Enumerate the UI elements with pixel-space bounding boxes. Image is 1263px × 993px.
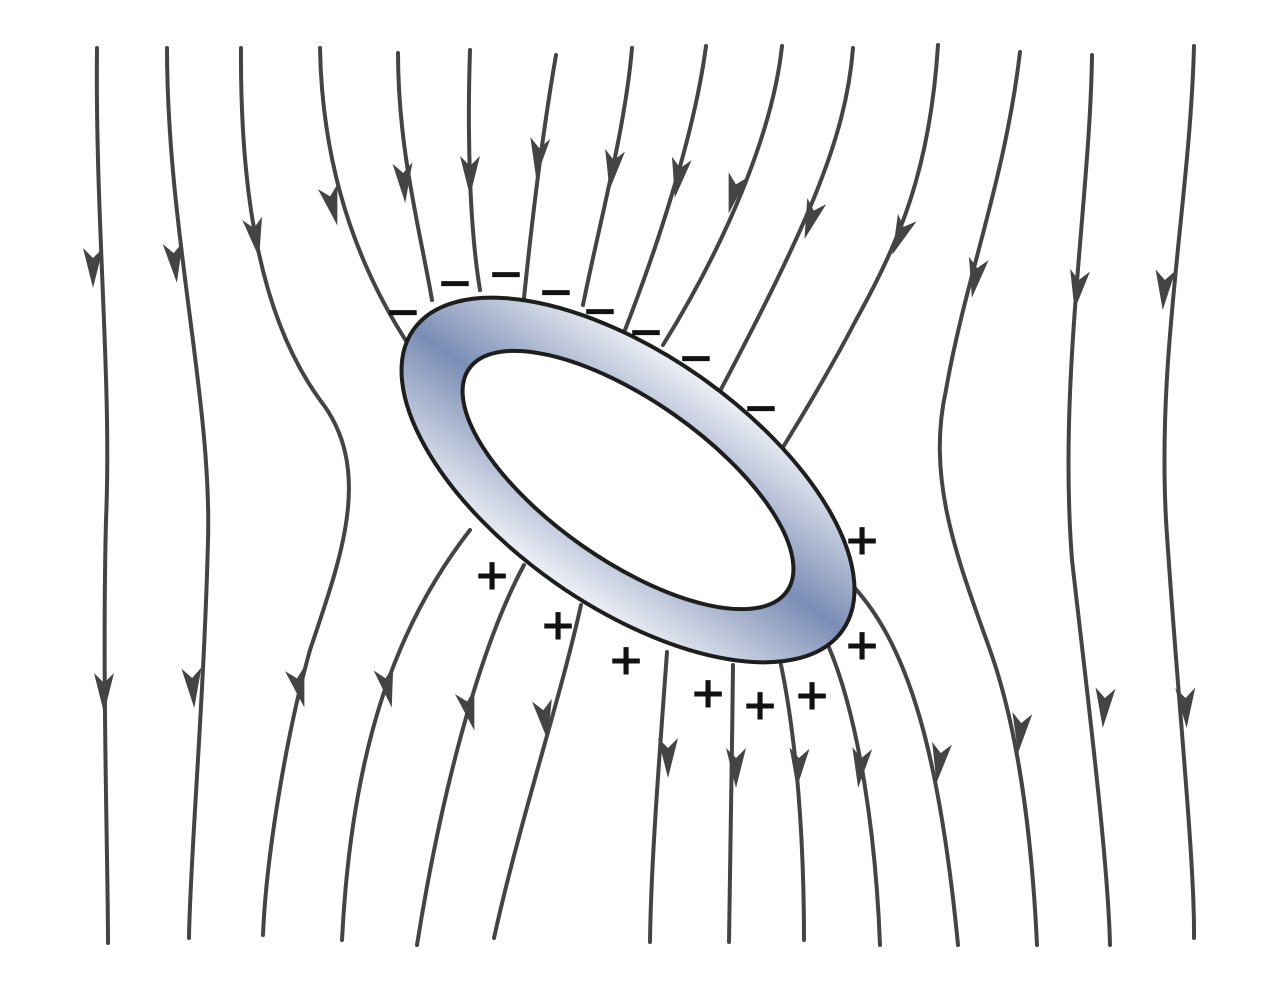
arrow-down-icon	[671, 156, 692, 198]
field-line	[937, 50, 1039, 947]
field-line	[623, 44, 708, 332]
arrow-down-icon	[1070, 268, 1090, 310]
field-line	[415, 563, 526, 947]
negative-charge: −	[385, 287, 422, 338]
field-line	[661, 44, 784, 347]
field-line	[581, 46, 634, 307]
field-line	[318, 46, 414, 352]
arrow-down-icon	[532, 698, 552, 740]
arrow-down-icon	[1095, 687, 1116, 728]
field-line	[238, 46, 351, 937]
negative-charge: −	[538, 267, 575, 318]
arrow-down-icon	[852, 747, 873, 788]
arrow-down-icon	[1175, 687, 1196, 728]
arrow-down-icon	[658, 738, 678, 778]
field-line	[94, 46, 110, 945]
induced-charges: −−−−−−−−++++++++	[385, 249, 881, 731]
negative-charge: −	[628, 307, 665, 358]
field-line	[340, 528, 472, 942]
positive-charge: +	[690, 668, 727, 719]
positive-charge: +	[742, 680, 779, 731]
field-line	[165, 46, 211, 940]
arrow-down-icon	[726, 748, 746, 788]
field-line	[1162, 44, 1197, 940]
positive-charge: +	[844, 515, 881, 566]
field-lines	[83, 43, 1197, 947]
arrow-down-icon	[932, 741, 952, 783]
arrow-down-icon	[83, 248, 103, 288]
negative-charge: −	[582, 286, 619, 337]
arrow-down-icon	[605, 148, 625, 190]
conductor-ring-icon	[399, 295, 857, 665]
arrow-down-icon	[162, 242, 183, 283]
arrow-down-icon	[728, 172, 749, 214]
arrow-down-icon	[454, 689, 475, 731]
arrow-down-icon	[242, 216, 263, 258]
field-line	[716, 46, 855, 397]
field-line	[773, 43, 940, 462]
field-line	[1066, 53, 1112, 947]
positive-charge: +	[540, 600, 577, 651]
arrow-down-icon	[1012, 712, 1033, 753]
arrow-down-icon	[181, 667, 202, 708]
arrow-down-icon	[530, 137, 551, 178]
field-line	[778, 658, 806, 942]
ring-body	[399, 295, 857, 665]
arrow-down-icon	[892, 213, 917, 255]
negative-charge: −	[488, 249, 525, 300]
positive-charge: +	[474, 550, 511, 601]
positive-charge: +	[608, 635, 645, 686]
positive-charge: +	[794, 670, 831, 721]
arrow-down-icon	[392, 162, 413, 203]
arrow-down-icon	[284, 666, 305, 708]
arrow-down-icon	[1155, 269, 1176, 310]
arrow-down-icon	[789, 747, 810, 788]
field-line	[492, 603, 583, 940]
field-line	[727, 663, 735, 944]
field-line	[826, 643, 882, 947]
negative-charge: −	[743, 383, 780, 434]
negative-charge: −	[437, 258, 474, 309]
arrow-down-icon	[968, 256, 989, 298]
arrow-down-icon	[94, 673, 114, 713]
negative-charge: −	[678, 333, 715, 384]
field-line	[522, 53, 558, 300]
positive-charge: +	[844, 620, 881, 671]
arrow-down-icon	[460, 156, 480, 196]
conductor-ring-icon	[399, 295, 857, 665]
arrow-down-icon	[317, 184, 338, 226]
field-line	[648, 650, 669, 944]
arrow-down-icon	[804, 197, 827, 240]
field-line	[396, 51, 434, 302]
arrow-down-icon	[373, 666, 394, 708]
field-line	[843, 576, 960, 947]
